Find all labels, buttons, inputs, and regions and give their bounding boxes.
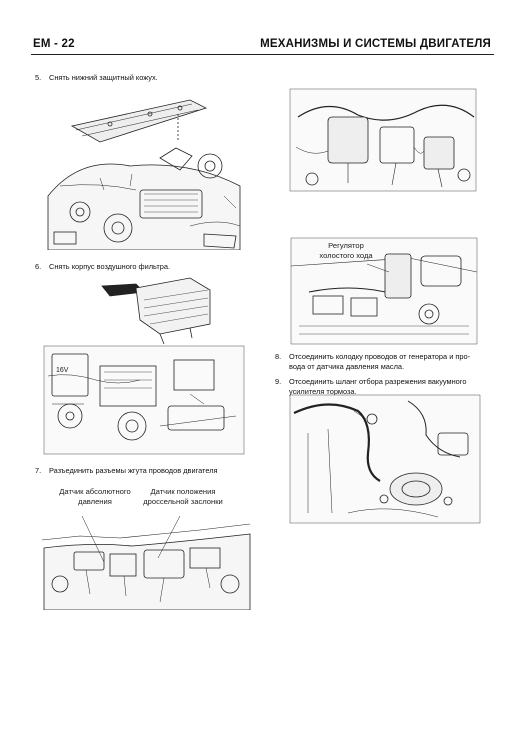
step-number: 9.	[275, 377, 282, 386]
lower-cover-figure	[40, 86, 248, 250]
step-text-line: вода от датчика давления масла.	[289, 362, 405, 371]
step-7: 7. Разъединить разъемы жгута проводов дви…	[35, 466, 218, 476]
callout-line: давления	[78, 497, 112, 506]
step-text-line: усилителя тормоза.	[289, 387, 357, 396]
callout-line: Датчик положения	[150, 487, 216, 496]
page-code: EM - 22	[33, 38, 75, 50]
step-9: 9. Отсоединить шланг отбора разрежения ва…	[275, 377, 495, 397]
step-5: 5. Снять нижний защитный кожух.	[35, 73, 158, 83]
step-text: Снять корпус воздушного фильтра.	[49, 262, 170, 271]
step-number: 6.	[35, 262, 42, 271]
tps-sensor-callout: Датчик положения дроссельной заслонки	[138, 487, 228, 507]
callout-line: дроссельной заслонки	[143, 497, 223, 506]
step-number: 8.	[275, 352, 282, 361]
callout-line: Датчик абсолютного	[59, 487, 131, 496]
vacuum-hose-figure	[288, 393, 482, 525]
callout-line: холостого хода	[319, 251, 373, 260]
callout-line: Регулятор	[328, 241, 364, 250]
step-text-line: Отсоединить шланг отбора разрежения ваку…	[289, 377, 467, 386]
air-filter-figure: 16V	[40, 276, 250, 456]
step-number: 7.	[35, 466, 42, 475]
step-text: Снять нижний защитный кожух.	[49, 73, 158, 82]
section-title: МЕХАНИЗМЫ И СИСТЕМЫ ДВИГАТЕЛЯ	[260, 38, 491, 50]
engine-harness-figure	[40, 484, 252, 610]
header-divider	[31, 54, 494, 55]
svg-text:16V: 16V	[56, 367, 69, 374]
idle-regulator-figure	[289, 236, 479, 346]
step-8: 8. Отсоединить колодку проводов от генера…	[275, 352, 495, 372]
step-text: Разъединить разъемы жгута проводов двига…	[49, 466, 218, 475]
step-text-line: Отсоединить колодку проводов от генерато…	[289, 352, 471, 361]
step-number: 5.	[35, 73, 42, 82]
step-6: 6. Снять корпус воздушного фильтра.	[35, 262, 170, 272]
map-sensor-callout: Датчик абсолютного давления	[52, 487, 138, 507]
idle-regulator-callout: Регулятор холостого хода	[311, 241, 381, 261]
connector-closeup-figure	[288, 87, 478, 193]
